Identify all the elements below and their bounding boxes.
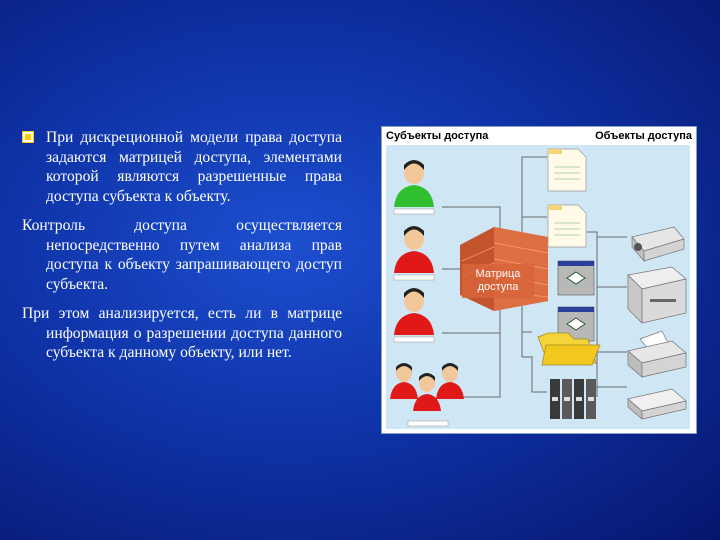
matrix-label-line1: Матрица xyxy=(476,268,522,280)
checkbox-bullet-icon xyxy=(22,131,34,143)
file-document-icon-2 xyxy=(547,204,587,248)
program-window-icon-1 xyxy=(557,260,595,296)
subject-user-red-icon-2 xyxy=(393,288,435,343)
access-matrix-wall-icon: Матрица доступа xyxy=(460,227,549,311)
text-block: При дискреционной модели права доступа з… xyxy=(22,128,342,373)
subjects-title: Субъекты доступа xyxy=(386,130,489,142)
folder-icon xyxy=(537,332,601,366)
paragraph-2: Контроль доступа осуществляется непосред… xyxy=(22,217,342,293)
paragraph-1-text: При дискреционной модели права доступа з… xyxy=(46,129,342,205)
scanner-icon xyxy=(627,388,687,420)
paragraph-3: При этом анализируется, есть ли в матриц… xyxy=(22,305,342,361)
subject-user-green-icon xyxy=(393,160,435,215)
projector-icon xyxy=(631,226,685,262)
file-document-icon-1 xyxy=(547,148,587,192)
subject-user-red-icon-1 xyxy=(393,226,435,281)
fax-machine-icon xyxy=(627,330,687,378)
binders-icon xyxy=(550,379,596,419)
matrix-label-line2: доступа xyxy=(478,281,520,293)
objects-title: Объекты доступа xyxy=(595,130,692,142)
subject-group-icon xyxy=(390,363,464,427)
printer-icon xyxy=(627,266,687,324)
access-matrix-diagram: Субъекты доступа Объекты доступа xyxy=(381,126,697,434)
diagram-graphics: Матрица доступа xyxy=(390,148,687,427)
paragraph-1: При дискреционной модели права доступа з… xyxy=(22,128,342,206)
